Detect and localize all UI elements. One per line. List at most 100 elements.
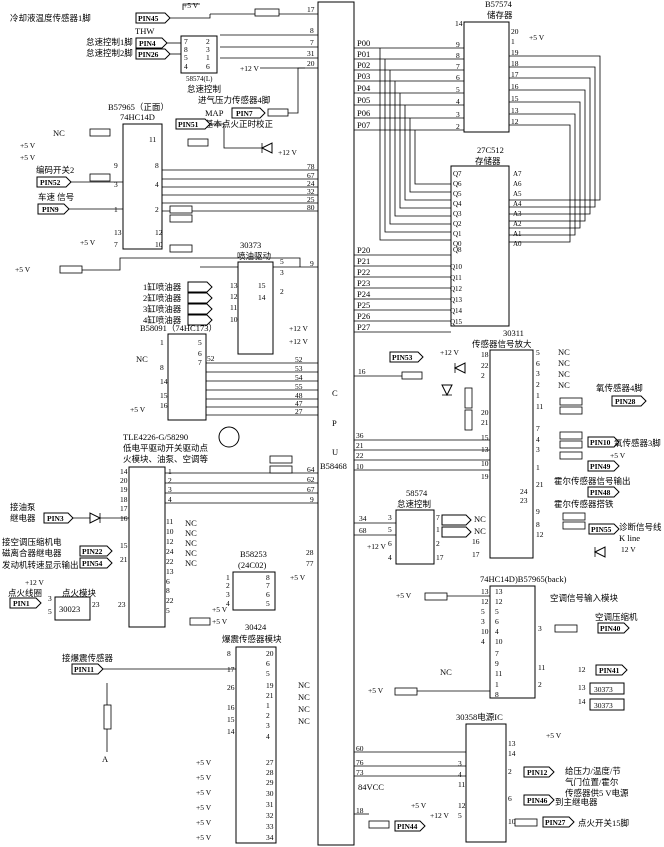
svg-text:Q2: Q2	[453, 220, 462, 228]
svg-text:+5 V: +5 V	[290, 573, 306, 582]
svg-text:14: 14	[227, 727, 235, 736]
svg-text:4: 4	[495, 627, 499, 636]
mem2-a-labels: A7 A6 A5 A4 A3 A2 A1 A0	[513, 170, 522, 248]
tle-line2: 低电平驱动开关驱动点	[123, 443, 209, 453]
diode	[593, 546, 606, 558]
svg-text:NC: NC	[185, 518, 197, 528]
svg-text:+12 V: +12 V	[440, 348, 459, 357]
svg-text:4: 4	[481, 637, 485, 646]
svg-text:3: 3	[536, 445, 540, 454]
svg-text:12: 12	[511, 117, 519, 126]
svg-text:13: 13	[495, 587, 503, 596]
svg-text:8: 8	[184, 45, 188, 54]
transistor	[218, 426, 240, 448]
svg-text:PIN49: PIN49	[590, 462, 611, 471]
svg-text:Q8: Q8	[453, 246, 462, 254]
svg-text:54: 54	[295, 373, 303, 382]
cpu-label-p: P	[332, 418, 337, 428]
svg-text:PIN51: PIN51	[178, 120, 199, 129]
svg-text:4: 4	[266, 732, 270, 741]
svg-text:16: 16	[358, 367, 366, 376]
chip-b57965-back	[489, 585, 536, 699]
svg-text:Q11: Q11	[450, 274, 462, 282]
svg-text:+5 V: +5 V	[196, 788, 212, 797]
svg-text:P03: P03	[357, 71, 370, 81]
svg-text:15: 15	[120, 541, 128, 550]
svg-text:20: 20	[511, 27, 519, 36]
chip-58574L-func: 怠速控制	[187, 84, 221, 94]
svg-text:52: 52	[295, 355, 303, 364]
svg-text:2: 2	[155, 205, 159, 214]
vcc12-label: +12 V	[240, 64, 259, 73]
svg-text:NC: NC	[298, 716, 310, 726]
port-p0-labels: P00 P01 P02 P03 P04 P05 P06 P07	[357, 38, 371, 130]
ref-30373-b	[589, 698, 625, 711]
svg-text:24: 24	[166, 547, 174, 556]
idle1-label: 怠速控制1脚	[86, 37, 133, 47]
svg-text:Q14: Q14	[450, 307, 463, 315]
svg-text:+12 V: +12 V	[289, 324, 308, 333]
sens-name: 30311	[503, 328, 524, 338]
svg-text:19: 19	[481, 472, 489, 481]
svg-text:10: 10	[230, 315, 238, 324]
svg-text:NC: NC	[298, 692, 310, 702]
svg-text:19: 19	[511, 48, 519, 57]
svg-text:7: 7	[536, 424, 540, 433]
svg-text:15: 15	[227, 715, 235, 724]
ref-30373-a	[589, 682, 625, 695]
svg-text:17: 17	[511, 70, 519, 79]
svg-text:9: 9	[114, 161, 118, 170]
pin22-tag: PIN22	[79, 545, 113, 557]
svg-text:2: 2	[168, 476, 172, 485]
svg-text:A2: A2	[513, 220, 522, 228]
pin27-tag: PIN27	[542, 816, 575, 828]
svg-text:NC: NC	[185, 538, 197, 548]
svg-text:PIN55: PIN55	[591, 525, 612, 534]
pin12-tag: PIN12	[523, 766, 555, 778]
ignsw-label: 点火开关15脚	[578, 818, 629, 828]
svg-text:16: 16	[472, 537, 480, 546]
psu-name: 30358电源IC	[456, 712, 503, 722]
svg-text:5: 5	[280, 257, 284, 266]
svg-text:3: 3	[114, 180, 118, 189]
svg-text:P01: P01	[357, 49, 370, 59]
svg-text:NC: NC	[53, 128, 65, 138]
svg-text:6: 6	[536, 359, 540, 368]
pin55-tag: PIN55	[588, 523, 620, 535]
svg-text:9: 9	[456, 40, 460, 49]
cpu-label-c: C	[332, 388, 338, 398]
svg-text:1: 1	[160, 338, 164, 347]
svg-text:+5 V: +5 V	[411, 801, 427, 810]
svg-text:7: 7	[114, 240, 118, 249]
svg-text:13: 13	[511, 106, 519, 115]
svg-text:Q0: Q0	[453, 240, 462, 248]
svg-text:6: 6	[388, 539, 392, 548]
svg-text:2: 2	[280, 287, 284, 296]
pin3-tag: PIN3	[43, 512, 74, 524]
svg-text:5: 5	[495, 607, 499, 616]
svg-text:18: 18	[356, 806, 364, 815]
pin40-tag: PIN40	[597, 622, 630, 634]
tle-line3: 火模块、油泵、空调等	[123, 454, 209, 464]
svg-text:+5 V: +5 V	[396, 591, 412, 600]
svg-text:21: 21	[356, 441, 364, 450]
svg-text:PIN3: PIN3	[47, 514, 64, 523]
svg-text:3: 3	[266, 721, 270, 730]
svg-text:Q5: Q5	[453, 190, 462, 198]
idle2-label: 怠速控制2脚	[86, 48, 133, 58]
svg-text:18: 18	[120, 495, 128, 504]
svg-text:1缸喷油器: 1缸喷油器	[143, 282, 182, 292]
svg-text:6: 6	[495, 617, 499, 626]
svg-text:2: 2	[536, 380, 540, 389]
u57965-name: B57965（正面）	[108, 102, 169, 112]
svg-text:15: 15	[160, 391, 168, 400]
diode	[441, 384, 453, 397]
svg-text:+12 V: +12 V	[25, 578, 44, 587]
svg-text:3: 3	[48, 594, 52, 603]
wires-right	[354, 375, 490, 815]
svg-text:7: 7	[436, 513, 440, 522]
pin7-tag: PIN7	[231, 107, 266, 119]
svg-text:4: 4	[388, 553, 392, 562]
idle2-name: 58574	[406, 488, 428, 498]
